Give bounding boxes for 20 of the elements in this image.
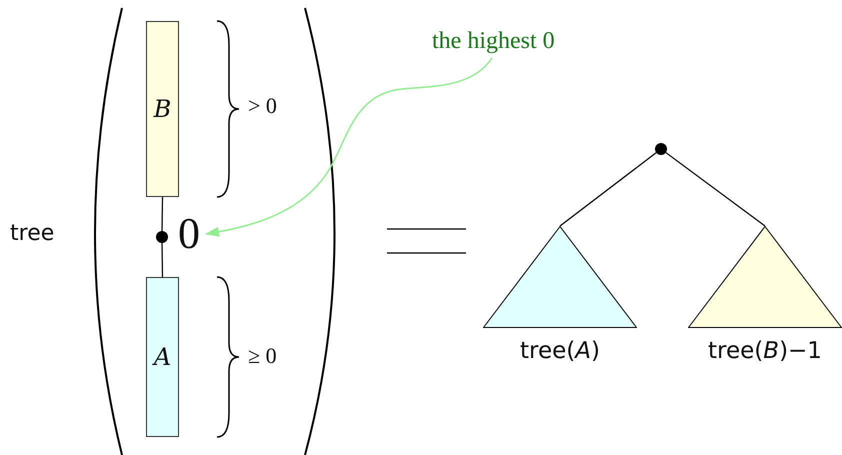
- segment-bar: [146, 21, 179, 197]
- segment-bar: [146, 277, 179, 437]
- connector-line: [161, 243, 164, 277]
- leader-arrow: [205, 58, 493, 237]
- subtree-label: tree(A): [519, 338, 601, 364]
- segment-label: A: [154, 343, 172, 371]
- bound-label: > 0: [248, 93, 277, 119]
- node-dot: [655, 143, 667, 155]
- subtree-triangle: [688, 226, 842, 328]
- annotation: the highest 0: [432, 28, 555, 55]
- subtree-label: tree(B)−1: [707, 338, 823, 364]
- connector-line: [161, 197, 164, 231]
- function-label: tree: [10, 221, 54, 246]
- node-value: 0: [178, 212, 200, 256]
- segment-label: B: [154, 95, 172, 123]
- node-dot: [156, 231, 168, 243]
- connector-line: [560, 152, 657, 226]
- subtree-triangle: [483, 226, 637, 328]
- connector-line: [665, 152, 766, 226]
- bound-label: ≥ 0: [248, 343, 277, 369]
